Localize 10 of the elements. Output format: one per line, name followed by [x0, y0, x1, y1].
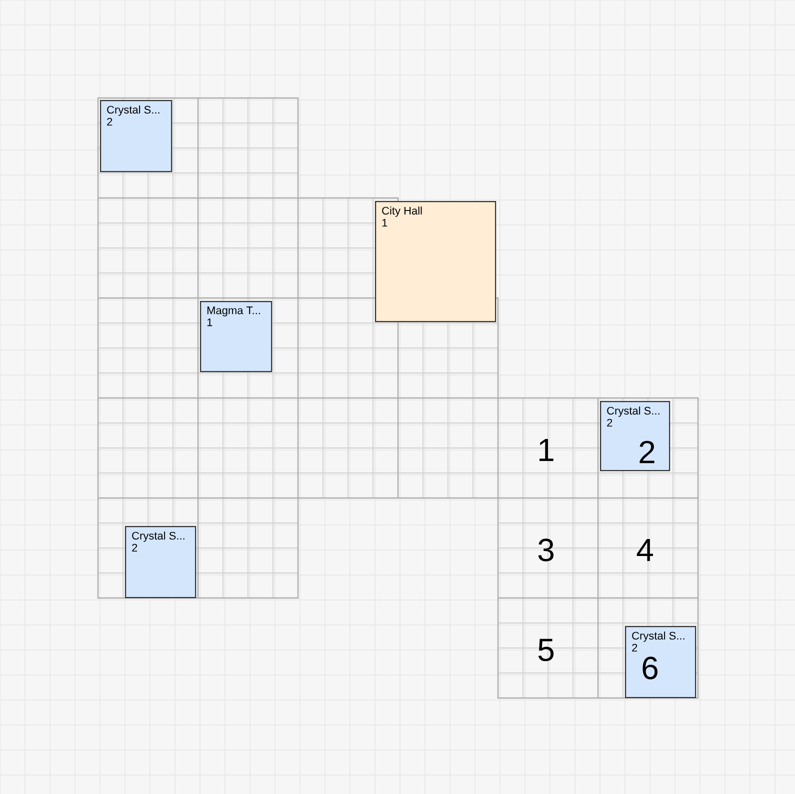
building-box: Crystal S... 2: [125, 526, 196, 598]
building-box: Magma T... 1: [200, 301, 272, 372]
building-box: City Hall 1: [375, 201, 496, 322]
building-box: Crystal S... 2: [100, 100, 172, 172]
cell-number: 3: [538, 538, 554, 562]
cell-number: 4: [636, 539, 653, 561]
cell-number: 1: [540, 439, 554, 461]
cell-number: 2: [640, 440, 654, 464]
cell-number: 6: [642, 656, 658, 680]
cell-number: 5: [538, 638, 554, 662]
